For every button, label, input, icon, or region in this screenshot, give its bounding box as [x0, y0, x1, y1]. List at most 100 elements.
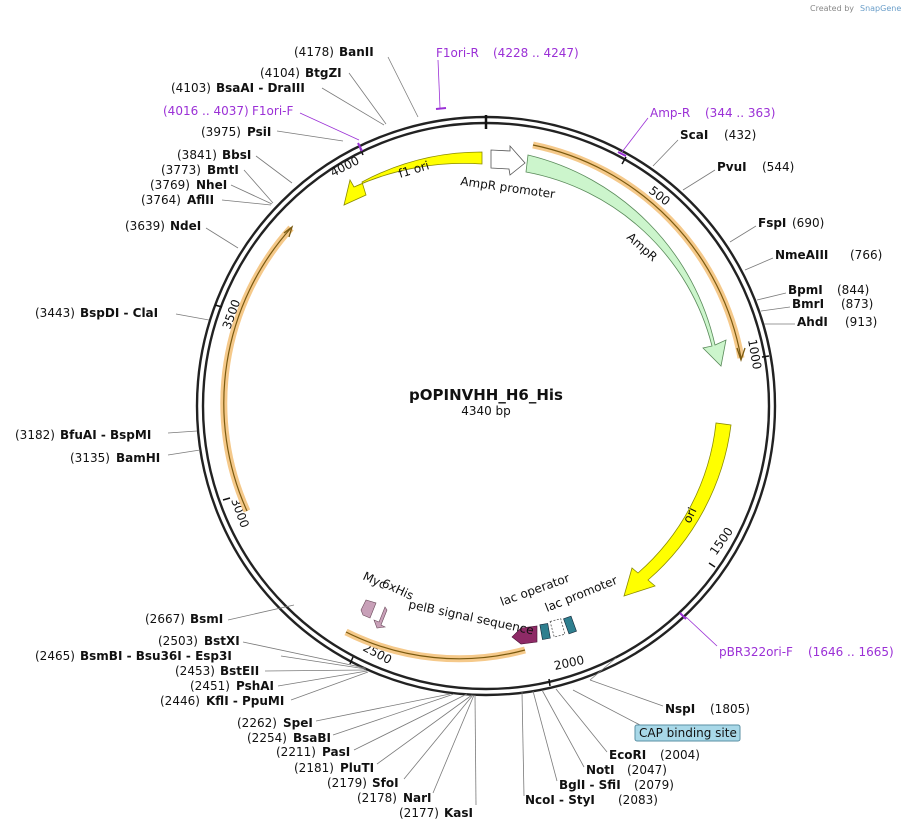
site-bmti[interactable]: (3773) BmtI — [161, 163, 274, 204]
site-name-sfoi: SfoI — [372, 776, 399, 790]
site-sfoi[interactable]: (2179) SfoI — [327, 694, 474, 790]
primer-pbr322ori-f[interactable]: pBR322ori-F (1646 .. 1665) — [679, 612, 894, 659]
site-pos-ecori: (2004) — [660, 748, 700, 762]
cap-site-block[interactable] — [563, 615, 577, 635]
cap-binding-site[interactable]: CAP binding site — [572, 689, 741, 742]
site-fspi[interactable]: FspI (690) — [729, 216, 824, 243]
site-pos-ndei: (3639) — [125, 219, 165, 233]
site-nari[interactable]: (2178) NarI — [357, 694, 475, 805]
site-name-bmri: BmrI — [792, 297, 824, 311]
site-pos-bgli: (2079) — [634, 778, 674, 792]
primer-f1ori-f[interactable]: (4016 .. 4037) F1ori-F — [163, 104, 363, 152]
site-nmeaiii[interactable]: NmeAIII (766) — [744, 248, 882, 271]
site-ahdi[interactable]: AhdI (913) — [764, 315, 877, 329]
feature-cap-block[interactable] — [563, 615, 577, 635]
site-bmri[interactable]: BmrI (873) — [760, 297, 873, 312]
site-pos-bbsi: (3841) — [177, 148, 217, 162]
feature-ori[interactable]: ori — [623, 422, 732, 597]
ori-arrow[interactable] — [623, 422, 732, 597]
site-leader-kasi — [474, 694, 477, 806]
site-name-kfli: KflI - PpuMI — [206, 694, 284, 708]
site-pos-nmeaiii: (766) — [850, 248, 882, 262]
site-leader-ncoi — [521, 691, 525, 797]
site-ecori[interactable]: EcoRI (2004) — [555, 688, 700, 762]
site-pluti[interactable]: (2181) PluTI — [294, 694, 473, 775]
site-ncoi[interactable]: NcoI - StyI (2083) — [521, 691, 658, 807]
feature-label-ampr-promoter: AmpR promoter — [460, 174, 556, 201]
site-leader-bamhi — [167, 449, 201, 456]
site-bsteii[interactable]: (2453) BstEII — [175, 664, 367, 678]
site-pos-bpmi: (844) — [837, 283, 869, 297]
site-scai[interactable]: ScaI (432) — [652, 128, 756, 167]
lac-promoter-block[interactable] — [549, 618, 566, 638]
site-name-bstxi: BstXI — [204, 634, 240, 648]
site-kfli[interactable]: (2446) KflI - PpuMI — [160, 671, 369, 708]
site-btgzi[interactable]: (4104) BtgZI — [260, 66, 387, 125]
primer-mark-amp-r — [617, 151, 627, 157]
site-leader-bgli — [532, 690, 558, 782]
site-banii[interactable]: (4178) BanII — [294, 45, 419, 118]
f1-ori-arrow[interactable] — [343, 151, 483, 206]
site-bsmi[interactable]: (2667) BsmI — [145, 604, 295, 626]
site-leader-btgzi — [348, 72, 387, 125]
site-bstxi[interactable]: (2503) BstXI — [158, 634, 366, 669]
site-leader-nari — [432, 694, 475, 794]
tick-1500 — [708, 562, 716, 568]
site-bamhi[interactable]: (3135) BamHI — [70, 449, 201, 465]
feature-pelb[interactable]: pelB signal sequence — [407, 597, 538, 645]
primer-f1ori-r[interactable]: F1ori-R (4228 .. 4247) — [435, 46, 579, 110]
site-name-fspi: FspI — [758, 216, 786, 230]
lac-operator-block[interactable] — [539, 623, 551, 640]
site-pos-psii: (3975) — [201, 125, 241, 139]
site-nhei[interactable]: (3769) NheI — [150, 178, 273, 205]
site-aflii[interactable]: (3764) AflII — [141, 193, 272, 207]
site-bfuai[interactable]: (3182) BfuAI - BspMI — [15, 428, 198, 442]
site-bbsi[interactable]: (3841) BbsI — [177, 148, 293, 184]
site-pos-spei: (2262) — [237, 716, 277, 730]
site-leader-ndei — [205, 227, 239, 249]
tick-2500 — [349, 656, 354, 665]
primer-amp-r[interactable]: Amp-R (344 .. 363) — [617, 106, 775, 157]
site-ndei[interactable]: (3639) NdeI — [125, 219, 239, 249]
ampr-arrow[interactable] — [525, 154, 727, 367]
primer-mark-f1ori-r — [435, 107, 447, 110]
site-noti[interactable]: NotI (2047) — [541, 689, 667, 777]
site-bsaai[interactable]: (4103) BsaAI - DraIII — [171, 81, 385, 126]
site-leader-bmri — [760, 306, 791, 312]
tick-label-4000: 4000 — [328, 153, 362, 179]
site-leader-kfli — [290, 671, 369, 701]
site-leader-bbsi — [255, 155, 293, 184]
site-pos-ncoi: (2083) — [618, 793, 658, 807]
site-nspi[interactable]: NspI (1805) — [589, 657, 750, 716]
site-pos-bsmbi: (2465) — [35, 649, 75, 663]
site-pshai[interactable]: (2451) PshAI — [190, 670, 368, 693]
site-spei[interactable]: (2262) SpeI — [237, 693, 451, 730]
ampr-promoter-arrow[interactable] — [490, 144, 526, 176]
tick-1000 — [761, 355, 770, 358]
left-highlight-arrowhead — [283, 225, 294, 238]
site-pvui[interactable]: PvuI (544) — [682, 160, 794, 191]
site-psii[interactable]: (3975) PsiI — [201, 125, 344, 142]
6xhis-arrow[interactable] — [373, 606, 388, 629]
site-name-bmti: BmtI — [207, 163, 239, 177]
site-name-psii: PsiI — [247, 125, 271, 139]
site-leader-pasi — [353, 693, 468, 751]
site-pos-fspi: (690) — [792, 216, 824, 230]
site-leader-bsmi — [227, 604, 295, 621]
site-bpmi[interactable]: BpmI (844) — [756, 283, 869, 301]
myc-arrow[interactable] — [360, 599, 377, 619]
site-pasi[interactable]: (2211) PasI — [276, 693, 468, 759]
site-name-pvui: PvuI — [717, 160, 747, 174]
site-pos-kasi: (2177) — [399, 806, 439, 820]
cap-binding-box[interactable] — [634, 724, 741, 742]
tick-label-2000: 2000 — [553, 653, 586, 673]
site-pos-nari: (2178) — [357, 791, 397, 805]
pelb-arrow[interactable] — [511, 625, 538, 645]
site-bsabi[interactable]: (2254) BsaBI — [247, 693, 455, 745]
site-bspdi[interactable]: (3443) BspDI - ClaI — [35, 306, 210, 321]
site-bsmbi[interactable]: (2465) BsmBI - Bsu36I - Esp3I — [35, 649, 367, 670]
site-kasi[interactable]: (2177) KasI — [399, 694, 477, 820]
site-pos-ahdi: (913) — [845, 315, 877, 329]
site-name-ahdi: AhdI — [797, 315, 828, 329]
site-bgli[interactable]: BglI - SfiI (2079) — [532, 690, 674, 792]
